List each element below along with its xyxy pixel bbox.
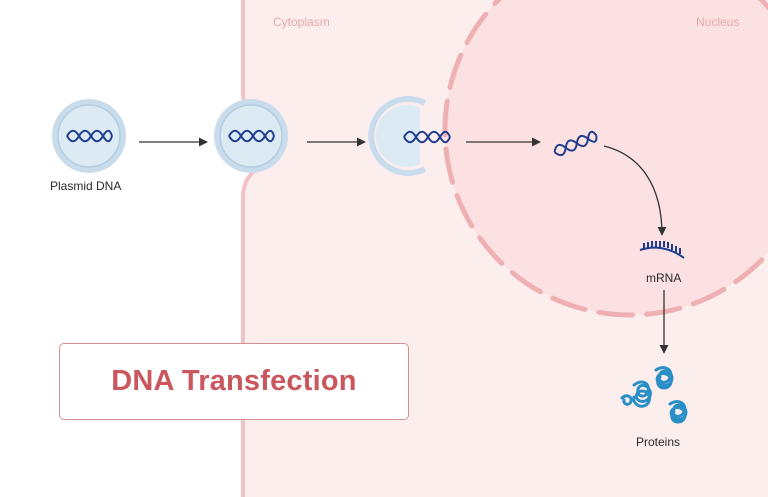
cytoplasm-label: Cytoplasm — [273, 15, 330, 29]
mrna-icon — [639, 241, 685, 259]
dna-helix-icon — [66, 129, 113, 143]
endosome-icon — [214, 99, 288, 173]
dna-helix-icon — [553, 130, 598, 157]
plasmid-dna-label: Plasmid DNA — [50, 179, 122, 193]
nuclear-envelope — [442, 0, 768, 318]
dna-helix-icon — [228, 129, 275, 143]
arrow-icon — [139, 137, 669, 354]
proteins-label: Proteins — [636, 435, 681, 449]
diagram-title: DNA Transfection — [111, 365, 357, 397]
title-box: DNA Transfection — [59, 343, 409, 420]
nucleus-region — [445, 0, 768, 315]
nucleus-label: Nucleus — [696, 15, 740, 29]
protein-icon — [620, 366, 688, 424]
mrna-label: mRNA — [646, 271, 682, 285]
plasmid-vesicle-icon — [52, 99, 126, 173]
endosome-opening-icon — [368, 96, 451, 176]
dna-helix-icon — [403, 130, 451, 144]
